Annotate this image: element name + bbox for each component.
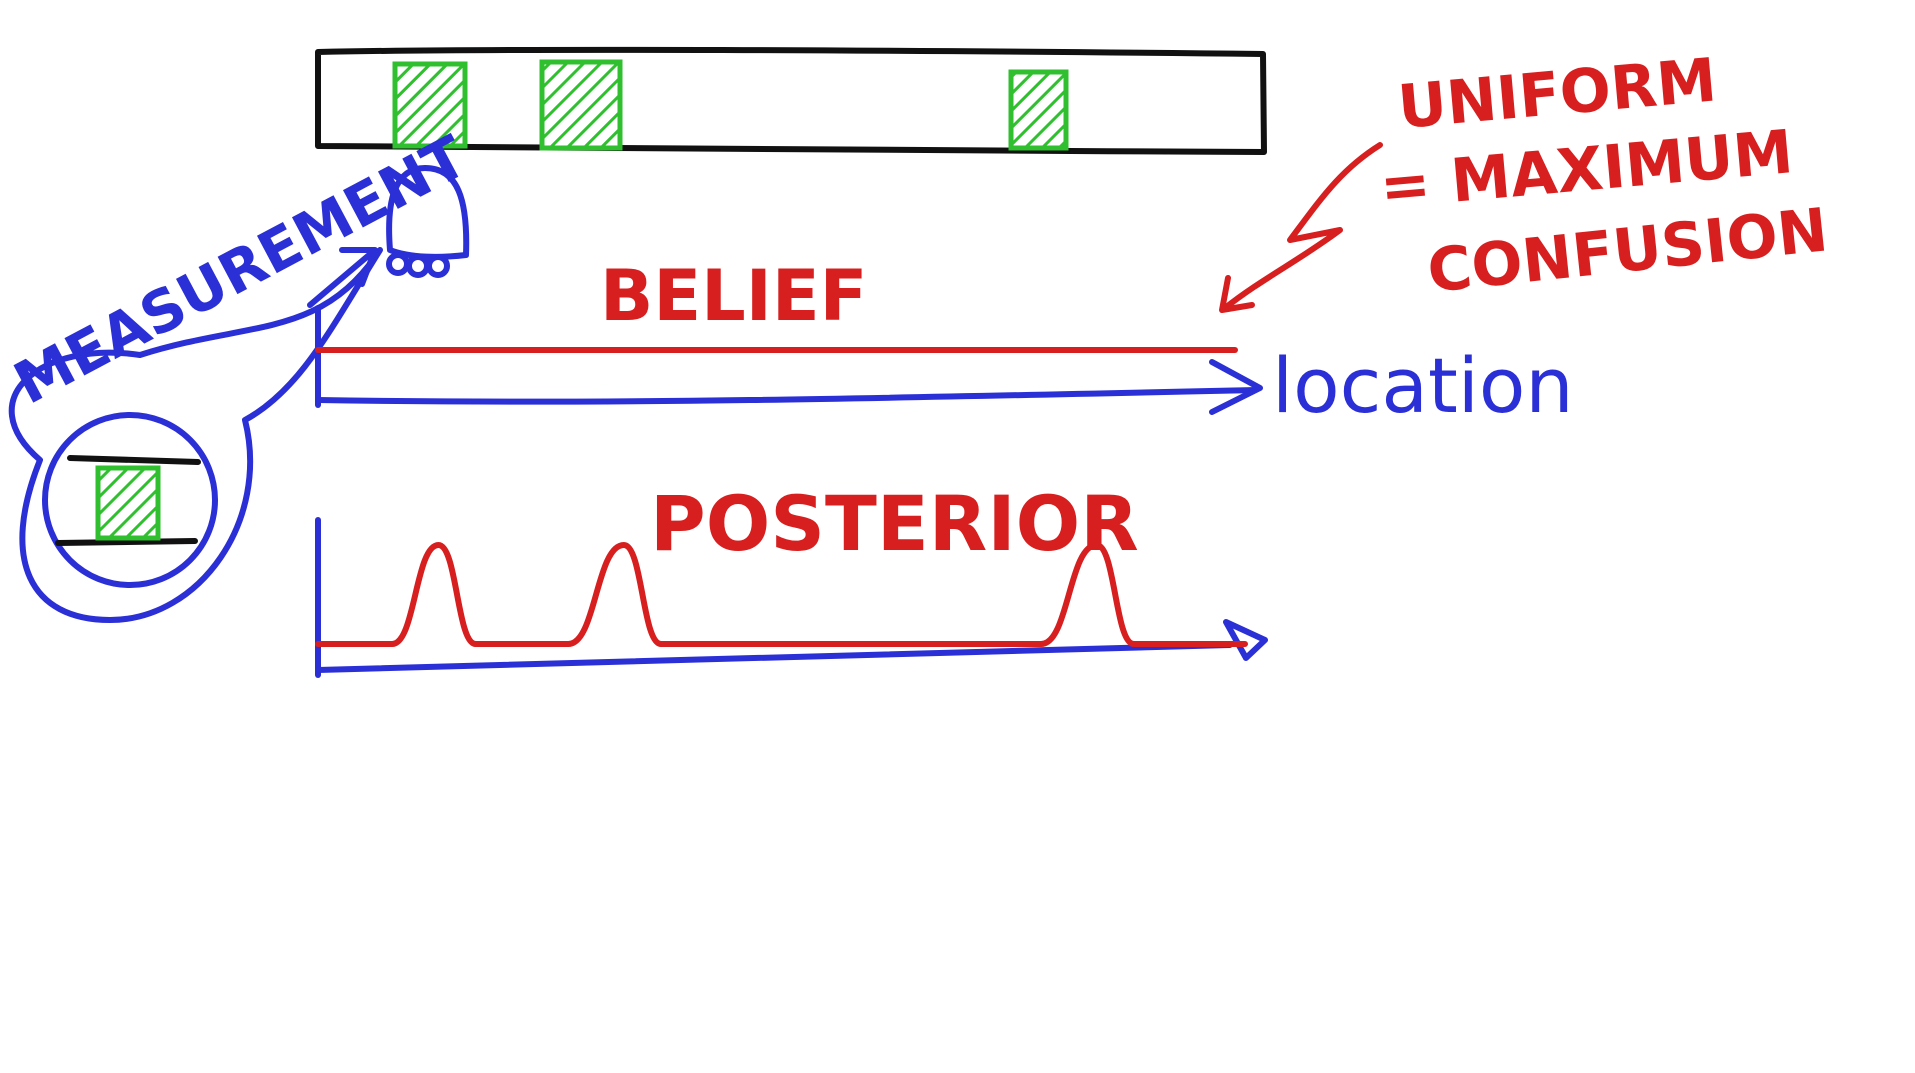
robot [386, 165, 470, 278]
measurement-wall-bottom [55, 538, 198, 546]
door-icon [1008, 69, 1069, 151]
door-2 [539, 59, 623, 151]
uniform-lightning-arrow [1222, 142, 1383, 311]
belief-chart: BELIEF [315, 255, 1263, 415]
robot-wheel [386, 252, 410, 276]
belief-x-axis [315, 387, 1258, 405]
posterior-x-axis-arrowhead [1223, 619, 1268, 661]
measurement-wall-top [67, 455, 201, 465]
uniform-annotation: UNIFORM = MAXIMUM CONFUSION [1219, 45, 1831, 313]
hallway [315, 46, 1267, 155]
belief-label: BELIEF [600, 255, 867, 337]
posterior-x-axis [315, 642, 1233, 673]
measurement-inner-circle [42, 412, 218, 588]
robot-wheel [426, 254, 450, 278]
posterior-curve [315, 542, 1248, 648]
robot-wheel [406, 254, 430, 278]
measurement-arrow-icon [307, 247, 378, 308]
belief-x-axis-arrowhead [1209, 359, 1263, 415]
door-1 [392, 61, 468, 149]
door-icon [95, 465, 161, 541]
door-3 [1008, 69, 1069, 151]
uniform-arrowhead [1219, 275, 1255, 313]
door-icon [392, 61, 468, 149]
hallway-border [315, 46, 1267, 155]
posterior-chart: POSTERIOR [315, 479, 1268, 678]
door-icon [539, 59, 623, 151]
posterior-label: POSTERIOR [650, 479, 1139, 568]
location-label: location [1272, 341, 1574, 430]
